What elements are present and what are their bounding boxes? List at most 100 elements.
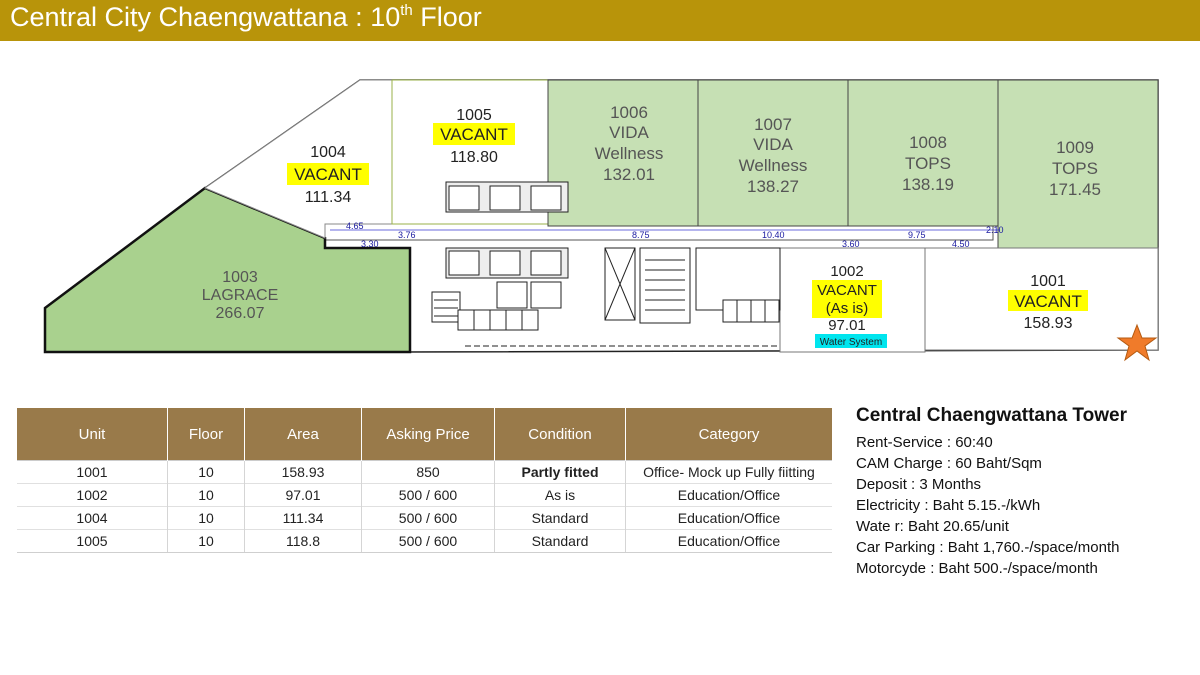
info-electricity: Electricity : Baht 5.15.-/kWh	[856, 497, 1041, 514]
unit-number: 1009	[1056, 138, 1094, 157]
cell-price: 500 / 600	[361, 483, 495, 507]
cell-unit: 1001	[17, 460, 168, 484]
cell-floor: 10	[167, 529, 245, 553]
tower-info-panel: Central Chaengwattana Tower Rent-Service…	[856, 405, 1196, 579]
cell-category: Office- Mock up Fully fiitting	[625, 460, 832, 484]
cell-condition: Standard	[494, 529, 626, 553]
unit-number: 1003	[222, 269, 258, 286]
cell-price: 850	[361, 460, 495, 484]
col-header: Category	[625, 408, 832, 461]
page-title: Central City Chaengwattana : 10th Floor	[10, 2, 482, 33]
cell-price: 500 / 600	[361, 529, 495, 553]
unit-number: 1005	[456, 107, 492, 124]
page-header: Central City Chaengwattana : 10th Floor	[0, 0, 1200, 41]
unit-1005-label: 1005 VACANT 118.80	[433, 107, 515, 166]
unit-tenant: TOPS	[905, 154, 951, 173]
dimension-label: 10.40	[762, 230, 785, 240]
unit-1007-area[interactable]	[697, 79, 849, 227]
unit-area: 132.01	[603, 165, 655, 184]
cell-floor: 10	[167, 460, 245, 484]
cell-unit: 1002	[17, 483, 168, 507]
unit-tenant: VIDA	[609, 123, 649, 142]
info-car-parking: Car Parking : Baht 1,760.-/space/month	[856, 539, 1120, 556]
unit-number: 1004	[310, 144, 346, 161]
cell-category: Education/Office	[625, 529, 832, 553]
unit-1009-label: 1009 TOPS 171.45	[1049, 138, 1101, 199]
dimension-label: 3.76	[398, 230, 416, 240]
unit-1008-area[interactable]	[847, 79, 999, 227]
cell-unit: 1005	[17, 529, 168, 553]
lift-icon	[445, 181, 569, 309]
unit-1004-label: 1004 VACANT 111.34	[287, 144, 369, 206]
stair-icon	[431, 247, 691, 324]
cell-area: 111.34	[244, 506, 362, 530]
dimension-label: 3.30	[361, 239, 379, 249]
unit-number: 1001	[1030, 273, 1066, 290]
table-row: 1002 10 97.01 500 / 600 As is Education/…	[17, 483, 832, 507]
table-row: 1001 10 158.93 850 Partly fitted Office-…	[17, 460, 832, 484]
cell-unit: 1004	[17, 506, 168, 530]
unit-tenant: LAGRACE	[202, 287, 278, 304]
cell-condition: Partly fitted	[494, 460, 626, 484]
unit-number: 1008	[909, 133, 947, 152]
cell-condition: As is	[494, 483, 626, 507]
col-header: Floor	[167, 408, 245, 461]
cell-price: 500 / 600	[361, 506, 495, 530]
info-cam-charge: CAM Charge : 60 Baht/Sqm	[856, 455, 1042, 472]
col-header: Condition	[494, 408, 626, 461]
floor-plan: 4.65 3.76 8.75 10.40 9.75 4.50 2.10 3.30…	[0, 70, 1200, 380]
dimension-label: 2.10	[986, 225, 1004, 235]
table-row: 1004 10 111.34 500 / 600 Standard Educat…	[17, 506, 832, 530]
unit-area: 266.07	[216, 305, 265, 322]
dimension-label: 9.75	[908, 230, 926, 240]
dimension-label: 3.60	[842, 239, 860, 249]
unit-tenant: Wellness	[739, 156, 808, 175]
unit-1009-area[interactable]	[997, 79, 1159, 249]
unit-tenant: Wellness	[595, 144, 664, 163]
unit-number: 1007	[754, 115, 792, 134]
unit-1008-label: 1008 TOPS 138.19	[902, 133, 954, 194]
unit-area: 118.80	[450, 149, 498, 166]
cell-condition: Standard	[494, 506, 626, 530]
col-header: Unit	[17, 408, 168, 461]
unit-condition-note: (As is)	[826, 300, 869, 317]
vacant-badge: VACANT	[817, 282, 877, 299]
unit-area: 138.27	[747, 177, 799, 196]
unit-tenant: TOPS	[1052, 159, 1098, 178]
cell-area: 158.93	[244, 460, 362, 484]
star-icon	[1116, 323, 1158, 362]
unit-1001-label: 1001 VACANT 158.93	[1008, 273, 1088, 332]
cell-floor: 10	[167, 506, 245, 530]
info-deposit: Deposit : 3 Months	[856, 476, 982, 493]
tower-info-title: Central Chaengwattana Tower	[856, 405, 1127, 426]
unit-1006-area[interactable]	[547, 79, 699, 227]
cell-area: 118.8	[244, 529, 362, 553]
cell-category: Education/Office	[625, 506, 832, 530]
vacant-badge: VACANT	[1014, 292, 1082, 311]
unit-area: 138.19	[902, 175, 954, 194]
title-text: Central City Chaengwattana : 10	[10, 2, 401, 32]
unit-area: 158.93	[1024, 315, 1073, 332]
dimension-label: 8.75	[632, 230, 650, 240]
unit-tenant: VIDA	[753, 135, 793, 154]
unit-1006-label: 1006 VIDA Wellness 132.01	[595, 103, 664, 184]
units-table: Unit Floor Area Asking Price Condition C…	[17, 408, 832, 553]
water-system-label: Water System	[820, 337, 882, 348]
unit-number: 1006	[610, 103, 648, 122]
unit-number: 1002	[830, 263, 863, 280]
vacant-badge: VACANT	[294, 165, 362, 184]
vacant-badge: VACANT	[440, 125, 508, 144]
dimension-label: 4.65	[346, 221, 364, 231]
table-header-row: Unit Floor Area Asking Price Condition C…	[17, 408, 832, 461]
cell-category: Education/Office	[625, 483, 832, 507]
title-superscript: th	[400, 2, 413, 19]
unit-area: 111.34	[305, 189, 352, 206]
title-tail: Floor	[412, 2, 482, 32]
unit-area: 171.45	[1049, 180, 1101, 199]
table-row: 1005 10 118.8 500 / 600 Standard Educati…	[17, 529, 832, 553]
unit-1003-label: 1003 LAGRACE 266.07	[202, 269, 278, 322]
info-water: Wate r: Baht 20.65/unit	[856, 518, 1009, 535]
toilet-icon	[457, 247, 781, 347]
cell-area: 97.01	[244, 483, 362, 507]
unit-area: 97.01	[828, 317, 866, 334]
